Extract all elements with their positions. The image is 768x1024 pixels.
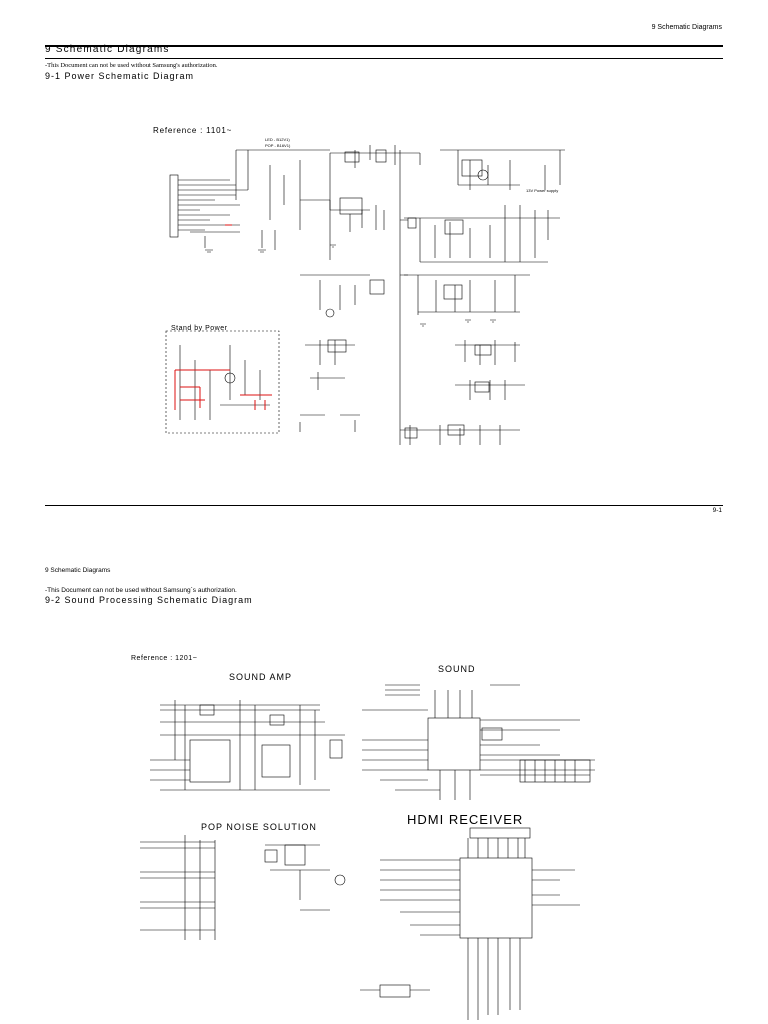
sound-amp-label: SOUND AMP: [229, 672, 293, 682]
hdmi-receiver-label: HDMI RECEIVER: [407, 812, 524, 827]
chapter-title: 9 Schematic Diagrams: [45, 44, 170, 55]
led-label: LED - B12V1): [265, 137, 290, 142]
authorization-notice-2: -This Document can not be used without S…: [45, 587, 237, 594]
pop-label: POP - B16V1): [265, 143, 291, 148]
chapter-title-underline: [45, 58, 723, 59]
authorization-notice: -This Document can not be used without S…: [45, 62, 218, 69]
section-title: 9-1 Power Schematic Diagram: [45, 71, 195, 81]
pop-noise-solution-label: POP NOISE SOLUTION: [201, 822, 317, 832]
page-bottom-rule: [45, 505, 723, 506]
page-number: 9-1: [712, 507, 722, 514]
running-header: 9 Schematic Diagrams: [651, 24, 722, 31]
standby-power-label: Stand by Power: [171, 325, 228, 332]
running-header-2: 9 Schematic Diagrams: [45, 567, 111, 574]
section-title-2: 9-2 Sound Processing Schematic Diagram: [45, 595, 253, 605]
reference-label-2: Reference : 1201~: [131, 655, 198, 662]
reference-label: Reference : 1101~: [153, 126, 233, 135]
sound-label: SOUND: [438, 664, 476, 674]
power-supply-label: 13V Power supply: [526, 188, 559, 193]
chapter-title-rule: [45, 45, 723, 47]
